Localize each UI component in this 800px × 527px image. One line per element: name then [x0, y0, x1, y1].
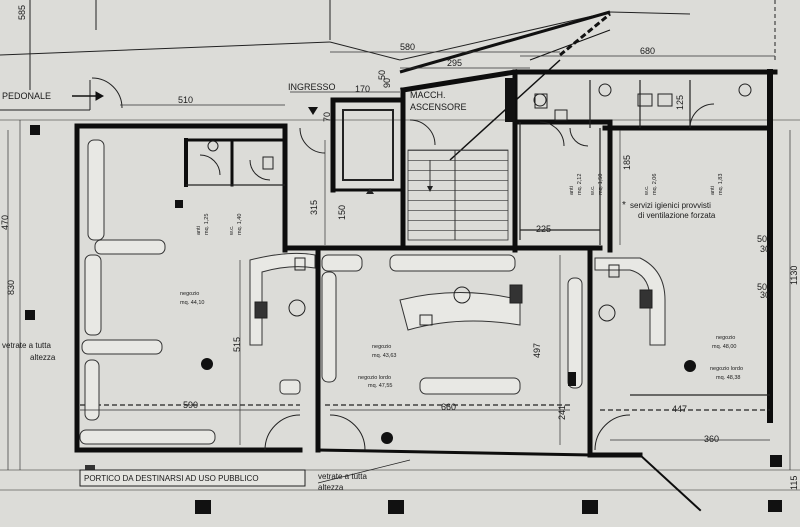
portico-label: PORTICO DA DESTINARSI AD USO PUBBLICO — [84, 474, 259, 483]
elevator-marker — [366, 188, 374, 194]
stair-arrow-head — [427, 186, 433, 192]
dim-185: 185 — [622, 155, 632, 170]
shop3-lorda-area: mq. 48,38 — [716, 375, 740, 381]
shop1-area: mq. 44,10 — [180, 300, 204, 306]
ascensore-label: ASCENSORE — [410, 102, 467, 112]
partitions — [80, 80, 770, 411]
dim-497: 497 — [532, 343, 542, 358]
servizi-label-1: servizi igienici provvisti — [630, 201, 711, 210]
dim-295: 295 — [447, 58, 462, 68]
anti1-l2: mq. 1,25 — [204, 214, 210, 235]
vetrate-left-2: altezza — [30, 353, 56, 362]
dim-30a: 30 — [760, 244, 770, 254]
dim-50a: 50 — [757, 234, 767, 244]
shop3-area: mq. 48,00 — [712, 344, 736, 350]
walls — [74, 69, 778, 512]
dimension-values: 585 580 680 295 170 90 510 70 315 150 18… — [0, 5, 799, 490]
dim-360: 360 — [704, 434, 719, 444]
ingresso-label: INGRESSO — [288, 82, 336, 92]
dim-225: 225 — [536, 224, 551, 234]
dim-170: 170 — [355, 84, 370, 94]
dim-1130: 1130 — [789, 266, 799, 285]
dim-515: 515 — [232, 337, 242, 352]
anti3-l1: anti — [710, 186, 716, 195]
dim-680: 680 — [640, 46, 655, 56]
wc2-l1: w.c. — [590, 185, 596, 196]
dim-241: 241 — [557, 405, 567, 420]
dim-660: 660 — [441, 402, 456, 412]
portico-box — [79, 469, 306, 487]
labels: PEDONALE INGRESSO MACCH. ASCENSORE servi… — [2, 82, 743, 492]
ramp-lines — [399, 10, 611, 161]
light-points — [201, 358, 696, 444]
anti3-l2: mq. 1,83 — [718, 174, 724, 195]
shop3-lorda: negozio lordo — [710, 366, 743, 372]
shop2-area: mq. 43,63 — [372, 353, 396, 359]
asterisk-mark: * — [622, 200, 626, 211]
pedonale-label: PEDONALE — [2, 91, 51, 101]
dim-510: 510 — [178, 95, 193, 105]
dim-115: 115 — [789, 476, 799, 490]
shop1-name: negozio — [180, 291, 199, 297]
shop3-name: negozio — [716, 335, 735, 341]
wc2-l2: mq. 1,50 — [598, 174, 604, 195]
dim-150: 150 — [337, 205, 347, 220]
vetrate-left-1: vetrate a tutta — [2, 341, 51, 350]
dim-580: 580 — [400, 42, 415, 52]
furniture — [207, 83, 752, 326]
servizi-label-2: di ventilazione forzata — [638, 211, 716, 220]
staircase — [407, 149, 509, 241]
dim-470: 470 — [0, 215, 10, 230]
dim-830: 830 — [6, 280, 16, 295]
dim-590: 590 — [183, 400, 198, 410]
wc1-l2: mq. 1,40 — [237, 214, 243, 235]
anti2-l1: anti — [569, 186, 575, 195]
ingresso-marker-icon — [308, 107, 318, 115]
dim-90: 90 — [382, 78, 392, 88]
dim-585: 585 — [17, 5, 27, 20]
elevator-shaft — [342, 109, 394, 181]
pedonale-arrow-icon — [72, 91, 105, 101]
wc3-l2: mq. 2,06 — [652, 174, 658, 195]
anti2-l2: mq. 2,12 — [577, 174, 583, 195]
macch-label: MACCH. — [410, 90, 446, 100]
shop2-lorda: negozio lordo — [358, 375, 391, 381]
dim-30b: 30 — [760, 290, 770, 300]
vetrate-bottom-2: altezza — [318, 483, 344, 492]
wc3-l1: w.c. — [644, 185, 650, 196]
shop2-lorda-area: mq. 47,55 — [368, 383, 392, 389]
dim-315: 315 — [309, 200, 319, 215]
shop-fixtures — [79, 139, 666, 445]
shop2-name: negozio — [372, 344, 391, 350]
wc1-l1: w.c. — [229, 225, 235, 236]
anti1-l1: anti — [196, 226, 202, 235]
door-swings — [91, 77, 715, 451]
dim-50b: 50 — [757, 282, 767, 292]
dim-70: 70 — [322, 112, 332, 122]
dimension-lines — [7, 51, 791, 470]
dim-50c: 50 — [377, 70, 387, 80]
dim-125: 125 — [675, 95, 685, 110]
dim-447: 447 — [672, 404, 687, 414]
